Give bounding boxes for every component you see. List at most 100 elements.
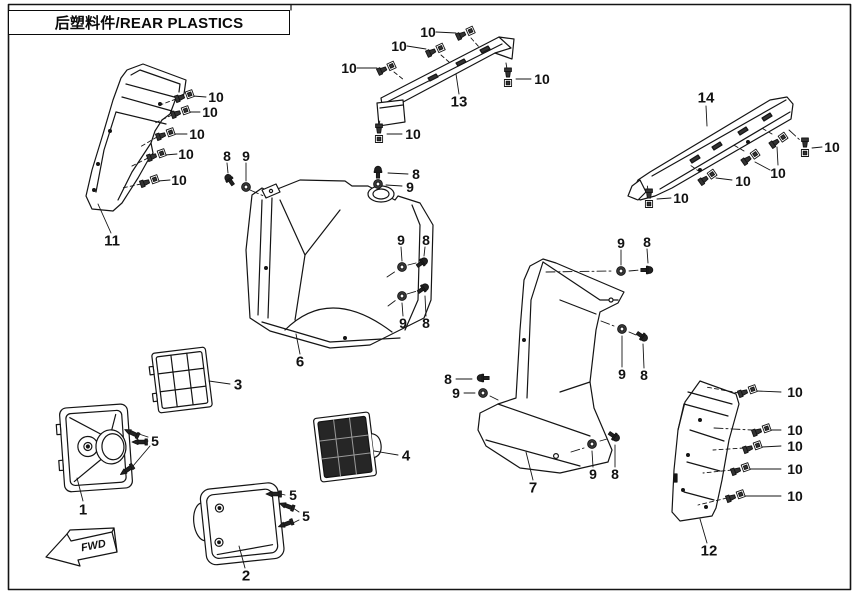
fastener-callout-label: 8 — [643, 234, 651, 250]
part-number-label: 13 — [451, 94, 468, 111]
fastener-callout-label: 10 — [787, 384, 803, 400]
bolt-icon — [415, 257, 428, 268]
bolt-icon — [607, 431, 620, 442]
screw-clip-icon — [138, 174, 160, 189]
fastener-callout-label: 10 — [787, 488, 803, 504]
part-number-label: 12 — [701, 543, 718, 560]
callout-leader-line — [401, 302, 404, 317]
callout-leader-line — [712, 447, 745, 451]
screw-clip-icon — [736, 384, 758, 399]
part-leader-line — [208, 380, 231, 385]
fastener-callout-label: 9 — [399, 315, 407, 331]
callout-leader-line — [226, 162, 229, 174]
screw-clip-icon — [425, 42, 446, 58]
fastener-callout-label: 10 — [534, 71, 550, 87]
fastener-callout-label: 10 — [787, 438, 803, 454]
washer-icon — [397, 291, 407, 301]
callout-leader-line — [761, 445, 782, 448]
fastener-callout-label: 10 — [787, 461, 803, 477]
screw-clip-icon — [741, 440, 763, 455]
fastener-callout-label: 10 — [824, 139, 840, 155]
screw-clip-icon — [697, 168, 718, 186]
callout-leader-line — [702, 469, 733, 474]
page-title: 后塑料件/REAR PLASTICS — [54, 15, 244, 32]
part-leader-line — [525, 451, 534, 481]
fastener-callout-label: 10 — [673, 190, 689, 206]
callout-leader-line — [731, 143, 745, 152]
fastener-callout-label: 5 — [151, 433, 159, 449]
fastener-callout-label: 10 — [202, 104, 218, 120]
callout-leader-line — [159, 98, 177, 106]
fastener-callout-label: 8 — [640, 367, 648, 383]
fastener-callout-label: 5 — [302, 508, 310, 524]
fastener-callout-label: 10 — [189, 126, 205, 142]
callout-leader-line — [386, 270, 397, 278]
callout-leader-line — [157, 179, 171, 182]
callout-leader-line — [164, 153, 178, 156]
washer-icon — [616, 266, 626, 276]
callout-leader-line — [689, 164, 701, 173]
tapping-screw-icon — [278, 518, 295, 528]
fastener-callout-label: 8 — [422, 315, 430, 331]
part-2-drawing — [193, 482, 285, 566]
part-14-drawing — [627, 96, 794, 201]
part-number-label: 7 — [529, 480, 537, 497]
part-11-drawing — [85, 63, 187, 212]
screw-clip-icon — [503, 67, 513, 87]
screw-clip-icon — [800, 137, 810, 157]
part-number-label: 11 — [104, 233, 120, 250]
fastener-callout-label: 10 — [770, 165, 786, 181]
page-border — [7, 3, 852, 591]
fastener-callout-label: 9 — [397, 232, 405, 248]
tapping-screw-icon — [131, 438, 148, 446]
callout-leader-line — [440, 54, 450, 63]
bolt-icon — [224, 174, 235, 187]
callout-leader-line — [139, 136, 158, 148]
screw-clip-icon — [724, 489, 746, 504]
callout-leader-line — [756, 390, 782, 393]
part-3-drawing — [148, 346, 213, 414]
fastener-callout-label: 9 — [589, 466, 597, 482]
fastener-callout-label: 8 — [611, 466, 619, 482]
fastener-callout-label: 10 — [405, 126, 421, 142]
callout-leader-line — [400, 246, 403, 262]
fastener-callout-label: 10 — [341, 60, 357, 76]
callout-leader-line — [628, 269, 641, 272]
part-7-drawing — [477, 258, 625, 474]
callout-leader-line — [393, 71, 405, 81]
washer-icon — [587, 439, 597, 449]
callout-leader-line — [407, 262, 417, 266]
callout-leader-line — [628, 331, 637, 336]
part-number-label: 2 — [242, 568, 250, 585]
callout-leader-line — [424, 295, 427, 317]
bolt-icon — [416, 283, 429, 294]
fastener-callout-label: 9 — [617, 235, 625, 251]
part-number-label: 14 — [698, 90, 715, 107]
callout-leader-line — [759, 126, 773, 135]
part-leader-line — [373, 450, 399, 456]
part-leader-line — [76, 477, 84, 502]
callout-leader-line — [705, 386, 740, 394]
callout-leader-line — [776, 146, 779, 166]
washer-icon — [373, 179, 383, 189]
fastener-callout-label: 10 — [787, 422, 803, 438]
part-number-label: 1 — [79, 502, 87, 519]
part-12-drawing — [671, 380, 740, 522]
callout-leader-line — [811, 146, 823, 149]
callout-leader-line — [138, 433, 149, 438]
part-leader-line — [455, 73, 460, 95]
fastener-callout-label: 9 — [618, 366, 626, 382]
tapping-screw-icon — [279, 502, 296, 512]
callout-leader-line — [249, 189, 267, 198]
fastener-callout-label: 10 — [735, 173, 751, 189]
callout-leader-line — [292, 519, 300, 524]
part-13-drawing — [376, 36, 515, 127]
title-box: 后塑料件/REAR PLASTICS — [8, 10, 290, 35]
screw-clip-icon — [374, 123, 384, 143]
part-1-drawing — [55, 403, 133, 493]
bolt-icon — [640, 265, 654, 275]
tapping-screw-icon — [265, 490, 282, 498]
